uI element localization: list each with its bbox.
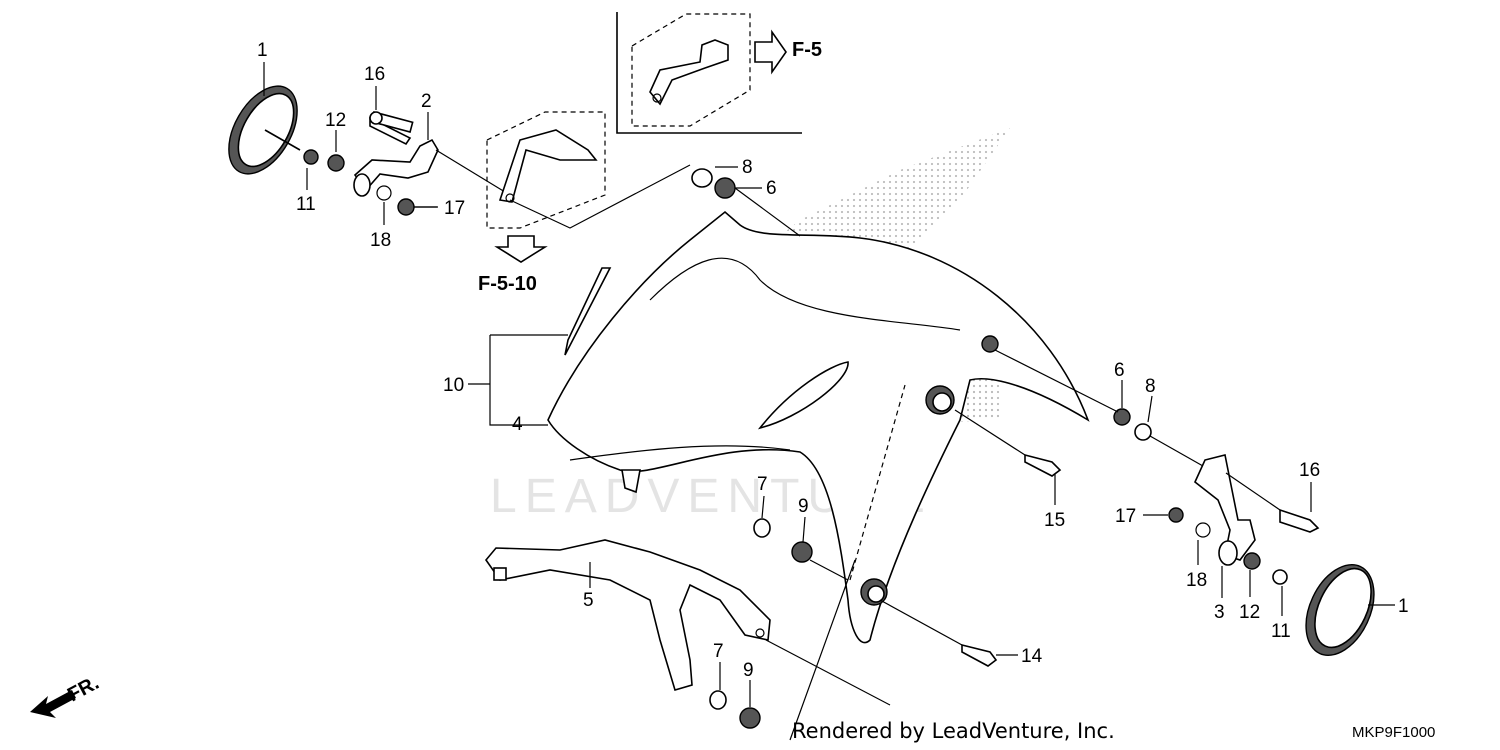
callout-7-top[interactable]: 7 <box>757 474 768 495</box>
fender-bracket <box>484 539 771 691</box>
callout-7-bottom[interactable]: 7 <box>713 641 724 662</box>
callout-11-right[interactable]: 11 <box>1271 621 1291 642</box>
callout-6-right[interactable]: 6 <box>1114 360 1125 381</box>
callout-18-left[interactable]: 18 <box>370 230 391 251</box>
callout-11-left[interactable]: 11 <box>296 194 316 215</box>
inset-bracket-f5: F-5 <box>616 12 822 134</box>
arrow-right-icon <box>754 29 787 75</box>
callout-4[interactable]: 4 <box>512 414 523 435</box>
callout-10[interactable]: 10 <box>443 375 464 396</box>
callout-16-right[interactable]: 16 <box>1299 460 1320 481</box>
callout-3[interactable]: 3 <box>1214 602 1225 623</box>
right-clip-group <box>994 349 1375 657</box>
callout-9-bottom[interactable]: 9 <box>743 660 754 681</box>
front-direction-indicator: FR. <box>30 672 103 718</box>
front-fender <box>547 210 1090 644</box>
callout-16-left[interactable]: 16 <box>364 64 385 85</box>
diagram-code: MKP9F1000 <box>1352 724 1435 741</box>
callout-numbers: 1 16 2 12 11 18 17 8 6 10 4 6 8 16 15 17… <box>257 40 1409 681</box>
hardware-center <box>369 111 1062 741</box>
ref-f5[interactable]: F-5 <box>792 39 822 61</box>
callout-9-top[interactable]: 9 <box>798 496 809 517</box>
callout-12-left[interactable]: 12 <box>325 110 346 131</box>
callout-18-right[interactable]: 18 <box>1186 570 1207 591</box>
callout-5[interactable]: 5 <box>583 590 594 611</box>
callout-8-right[interactable]: 8 <box>1145 376 1156 397</box>
front-arrow-icon <box>30 690 76 718</box>
callout-2[interactable]: 2 <box>421 91 432 112</box>
callout-8-top[interactable]: 8 <box>742 157 753 178</box>
rendered-by-credit: Rendered by LeadVenture, Inc. <box>792 719 1115 743</box>
callout-17-right[interactable]: 17 <box>1115 506 1136 527</box>
callout-15[interactable]: 15 <box>1044 510 1065 531</box>
callout-leaders <box>263 62 1395 707</box>
ref-f5-10[interactable]: F-5-10 <box>478 273 537 295</box>
left-clip-group <box>228 85 511 216</box>
callout-14[interactable]: 14 <box>1021 646 1043 667</box>
arrow-down-icon <box>494 235 548 263</box>
callout-6-top[interactable]: 6 <box>766 178 777 199</box>
callout-1-left[interactable]: 1 <box>257 40 268 61</box>
callout-17-left[interactable]: 17 <box>444 198 465 219</box>
callout-12-right[interactable]: 12 <box>1239 602 1260 623</box>
callout-1-right[interactable]: 1 <box>1398 596 1409 617</box>
inset-bracket-f5-10: F-5-10 <box>478 111 691 295</box>
